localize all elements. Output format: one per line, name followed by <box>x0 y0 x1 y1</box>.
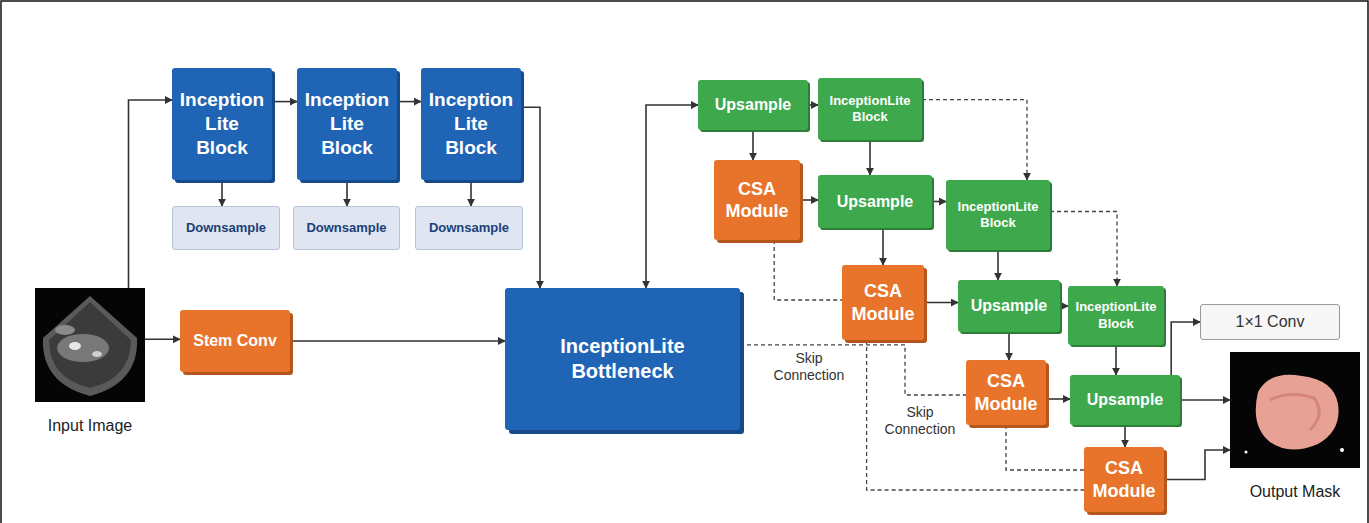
node-text: Upsample <box>971 296 1047 316</box>
inception-block: Inception Lite Block <box>297 68 397 180</box>
skip-connector <box>867 340 1084 490</box>
mask-picture <box>1230 352 1360 468</box>
flow-arrow <box>800 199 818 201</box>
node-text: Inception Lite Block <box>178 88 266 159</box>
node-text: Downsample <box>306 220 386 236</box>
stem-conv-box: Stem Conv <box>180 310 290 372</box>
skip-connector <box>1050 212 1117 287</box>
flow-arrow <box>646 105 698 288</box>
bottleneck-block: InceptionLite Bottleneck <box>505 288 740 430</box>
node-text: Upsample <box>1087 390 1163 410</box>
downsample-box: Downsample <box>415 206 523 250</box>
flow-arrow <box>932 201 946 203</box>
flow-arrow <box>808 104 818 106</box>
flow-arrow <box>924 302 958 304</box>
node-text: Upsample <box>715 95 791 115</box>
node-text: InceptionLite Block <box>1074 299 1158 332</box>
inception-block: InceptionLite Block <box>1068 286 1164 345</box>
node-text: InceptionLite Block <box>824 93 916 126</box>
flow-arrow <box>221 180 223 206</box>
flow-arrow <box>997 250 999 280</box>
flow-arrow <box>1008 332 1010 360</box>
edge-label: Skip Connection <box>768 350 850 384</box>
downsample-box: Downsample <box>172 206 280 250</box>
node-text: InceptionLite Block <box>952 199 1044 232</box>
node-text: CSA Module <box>848 280 918 325</box>
node-text: InceptionLite Bottleneck <box>511 334 734 384</box>
flow-arrow <box>752 130 754 160</box>
ultrasound-picture <box>35 288 145 402</box>
flow-arrow <box>470 180 472 206</box>
flow-arrow <box>1046 398 1070 400</box>
node-text: CSA Module <box>972 370 1040 415</box>
inception-block: Inception Lite Block <box>172 68 272 180</box>
flow-arrow <box>1060 305 1068 307</box>
node-text: CSA Module <box>720 178 794 223</box>
flow-arrow <box>145 338 180 340</box>
flow-arrow <box>290 340 505 342</box>
node-text: Inception Lite Block <box>427 88 515 159</box>
inception-block: InceptionLite Block <box>818 78 922 140</box>
node-text: 1×1 Conv <box>1236 312 1305 332</box>
node-text: Downsample <box>186 220 266 236</box>
flow-arrow <box>882 228 884 265</box>
skip-connector <box>922 100 1027 180</box>
flow-arrow <box>1171 322 1200 375</box>
flow-arrow <box>1164 450 1230 480</box>
edge-label: Skip Connection <box>876 404 964 438</box>
flow-arrow <box>869 140 871 175</box>
node-text: Upsample <box>837 192 913 212</box>
upsample-box: Upsample <box>698 80 808 130</box>
csa-module: CSA Module <box>842 265 924 340</box>
flow-arrow <box>272 101 297 103</box>
node-text: Downsample <box>429 220 509 236</box>
skip-connector <box>740 345 966 395</box>
flow-arrow <box>1115 345 1117 375</box>
input-image: Input Image <box>35 288 145 402</box>
csa-module: CSA Module <box>714 160 800 240</box>
conv-box: 1×1 Conv <box>1200 304 1340 340</box>
node-text: Inception Lite Block <box>303 88 391 159</box>
flow-arrow <box>397 101 421 103</box>
skip-connector <box>1006 425 1084 470</box>
upsample-box: Upsample <box>1070 375 1180 425</box>
downsample-box: Downsample <box>293 206 400 250</box>
flow-arrow <box>1180 399 1230 401</box>
output-mask-image: Output Mask <box>1230 352 1360 468</box>
inception-block: Inception Lite Block <box>421 68 521 180</box>
upsample-box: Upsample <box>818 175 932 228</box>
node-text: CSA Module <box>1090 457 1158 502</box>
upsample-box: Upsample <box>958 280 1060 332</box>
flow-arrow <box>521 107 540 288</box>
flow-arrow <box>1124 425 1126 447</box>
skip-connector <box>774 240 842 300</box>
node-text: Stem Conv <box>193 331 277 351</box>
csa-module: CSA Module <box>966 360 1046 425</box>
flow-arrow <box>346 180 348 206</box>
csa-module: CSA Module <box>1084 447 1164 512</box>
image-caption: Input Image <box>5 416 175 436</box>
image-caption: Output Mask <box>1200 482 1369 502</box>
flow-arrow <box>129 100 173 288</box>
inception-block: InceptionLite Block <box>946 180 1050 250</box>
